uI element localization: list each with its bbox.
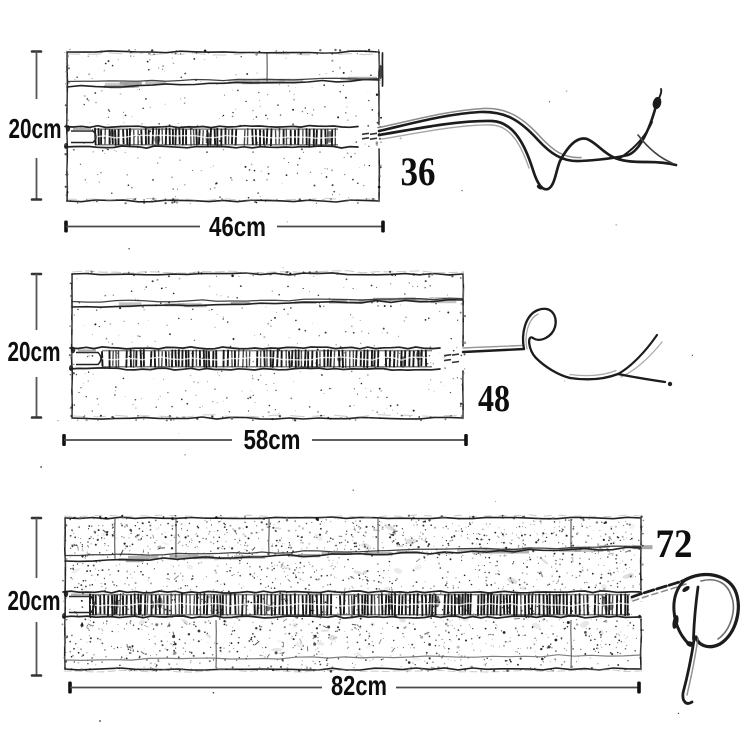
svg-text:20cm: 20cm xyxy=(8,585,61,616)
svg-text:58cm: 58cm xyxy=(244,424,301,455)
svg-text:36: 36 xyxy=(401,149,436,194)
svg-text:82cm: 82cm xyxy=(331,670,387,701)
svg-text:46cm: 46cm xyxy=(209,211,266,242)
svg-text:20cm: 20cm xyxy=(9,113,62,144)
svg-text:48: 48 xyxy=(478,378,510,420)
svg-text:72: 72 xyxy=(656,521,693,566)
svg-text:20cm: 20cm xyxy=(8,336,61,367)
